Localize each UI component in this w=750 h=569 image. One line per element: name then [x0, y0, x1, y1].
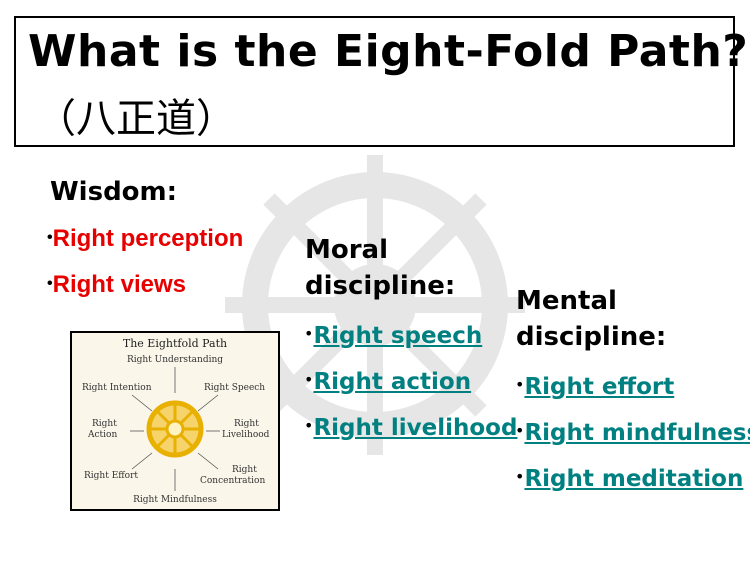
item-label: Right views — [52, 271, 186, 298]
list-item-right-meditation: •Right meditation — [515, 462, 743, 494]
heading-line: Moral — [305, 235, 389, 265]
heading-line: Mental — [516, 286, 617, 316]
page-subtitle: （八正道） — [36, 96, 236, 142]
diagram-label-lower-left: Right Effort — [84, 471, 138, 481]
list-item-right-speech: •Right speech — [304, 319, 482, 351]
item-label: Right perception — [52, 225, 244, 252]
heading-line: discipline: — [305, 271, 456, 301]
link-right-speech[interactable]: Right speech — [313, 323, 483, 349]
bullet: • — [515, 421, 525, 440]
list-item-right-views: •Right views — [47, 269, 186, 300]
bullet: • — [47, 275, 53, 292]
diagram-label-right-2: Livelihood — [222, 430, 270, 440]
bullet: • — [47, 229, 53, 246]
list-item-right-action: •Right action — [304, 365, 471, 397]
link-right-action[interactable]: Right action — [313, 369, 472, 395]
diagram-label-lower-right-1: Right — [232, 465, 257, 475]
bullet: • — [515, 375, 525, 394]
diagram-label-lower-right-2: Concentration — [200, 476, 266, 486]
diagram-label-right-1: Right — [234, 419, 259, 429]
bullet: • — [304, 370, 314, 389]
diagram-label-left-1: Right — [92, 419, 117, 429]
diagram-title: The Eightfold Path — [122, 337, 228, 350]
link-right-meditation[interactable]: Right meditation — [524, 466, 744, 492]
wisdom-heading: Wisdom: — [50, 177, 178, 207]
background-dharma-wheel-icon — [225, 155, 525, 455]
diagram-label-top: Right Understanding — [126, 355, 224, 365]
bullet: • — [304, 416, 314, 435]
list-item-right-mindfulness: •Right mindfulness — [515, 416, 750, 448]
diagram-label-bottom: Right Mindfulness — [133, 495, 217, 505]
list-item-right-perception: •Right perception — [47, 223, 243, 254]
list-item-right-effort: •Right effort — [515, 370, 674, 402]
link-right-livelihood[interactable]: Right livelihood — [313, 415, 518, 441]
title-box: What is the Eight-Fold Path? （八正道） — [14, 16, 748, 147]
bullet: • — [304, 324, 314, 343]
dharma-wheel-icon — [146, 400, 204, 458]
link-right-effort[interactable]: Right effort — [524, 374, 675, 400]
mental-discipline-heading: Mental discipline: — [516, 283, 666, 355]
diagram-label-upper-left: Right Intention — [82, 383, 152, 393]
link-right-mindfulness[interactable]: Right mindfulness — [524, 420, 750, 446]
diagram-pointer-lines — [130, 367, 220, 491]
heading-line: discipline: — [516, 322, 667, 352]
bullet: • — [515, 467, 525, 486]
page-title: What is the Eight-Fold Path? — [28, 26, 749, 77]
eightfold-path-diagram: The Eightfold Path Right Understanding R… — [70, 331, 280, 511]
diagram-label-left-2: Action — [88, 430, 118, 440]
list-item-right-livelihood: •Right livelihood — [304, 411, 517, 443]
moral-discipline-heading: Moral discipline: — [305, 232, 455, 304]
diagram-label-upper-right: Right Speech — [204, 383, 266, 393]
